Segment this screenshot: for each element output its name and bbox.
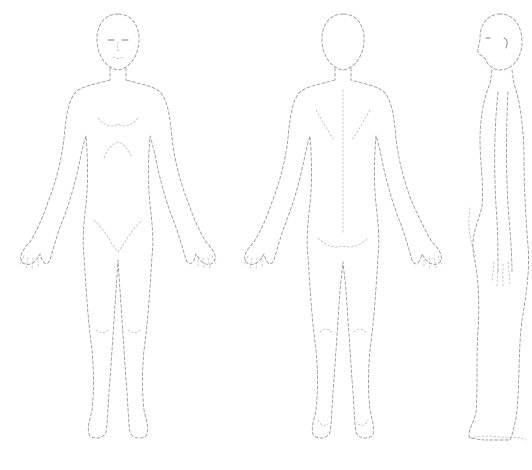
front-neck bbox=[110, 68, 126, 80]
side-head bbox=[478, 14, 522, 70]
front-view-figure bbox=[20, 14, 216, 438]
front-ribcage bbox=[104, 142, 132, 158]
side-view-figure bbox=[469, 14, 529, 440]
front-pelvis-line bbox=[94, 220, 142, 252]
side-ear bbox=[504, 38, 507, 48]
side-body-front-contour bbox=[469, 70, 492, 440]
back-right-heel bbox=[358, 420, 368, 425]
front-mouth bbox=[113, 57, 123, 59]
back-left-knee bbox=[320, 329, 332, 332]
front-chest-line bbox=[98, 118, 138, 126]
front-right-knee bbox=[128, 330, 140, 333]
back-left-heel bbox=[318, 420, 328, 425]
back-left-scapula bbox=[316, 110, 334, 140]
side-body-back-contour bbox=[486, 70, 529, 440]
back-head bbox=[322, 14, 364, 70]
back-gluteal-line bbox=[318, 238, 368, 247]
back-neck bbox=[335, 68, 351, 80]
front-nose bbox=[117, 42, 120, 51]
front-left-knee bbox=[96, 330, 108, 333]
back-right-scapula bbox=[352, 110, 370, 140]
side-arm bbox=[495, 92, 512, 272]
front-body-outline bbox=[21, 80, 216, 438]
back-view-figure bbox=[244, 14, 442, 438]
side-hand bbox=[492, 262, 510, 287]
back-right-knee bbox=[354, 329, 366, 332]
